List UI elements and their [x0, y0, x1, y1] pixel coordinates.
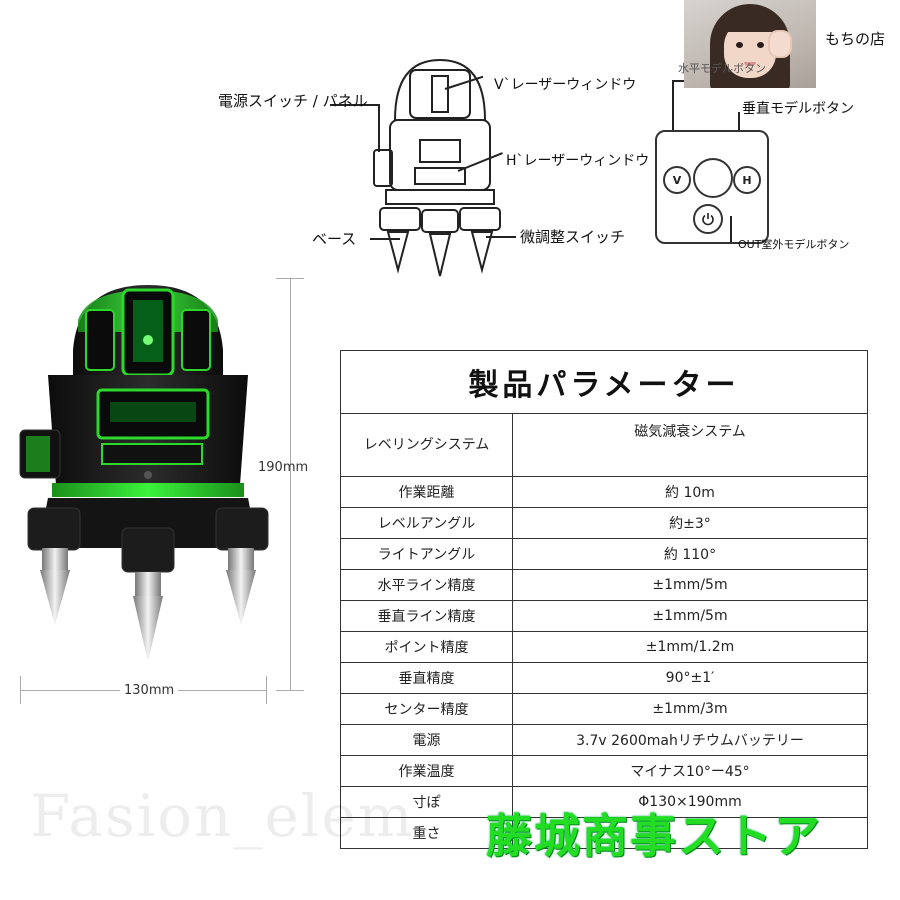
table-row: ポイント精度±1mm/1.2m — [340, 631, 868, 663]
height-dimension-line — [290, 278, 291, 690]
param-key: 垂直ライン精度 — [340, 600, 513, 632]
leader-horizontal-mode — [672, 80, 674, 170]
table-row: 作業温度マイナス10°ー45° — [340, 755, 868, 787]
table-row: レベリングシステム磁気減衰システム — [340, 413, 868, 477]
table-row: センター精度±1mm/3m — [340, 693, 868, 725]
table-row: 重さ — [340, 817, 868, 849]
param-key: レベリングシステム — [340, 413, 513, 477]
table-row: 作業距離約 10m — [340, 476, 868, 508]
param-value: 約 110° — [512, 538, 868, 570]
param-key: 電源 — [340, 724, 513, 756]
label-fine-adjust: 微調整スイッチ — [520, 228, 626, 246]
shop-avatar — [684, 0, 816, 88]
param-value: ±1mm/5m — [512, 600, 868, 632]
height-dimension: 190mm — [258, 460, 309, 475]
width-dimension: 130mm — [120, 683, 179, 698]
device-outline-svg — [373, 58, 501, 277]
leader-power-panel-h — [330, 104, 380, 106]
param-value — [512, 817, 868, 849]
param-value: ±1mm/3m — [512, 693, 868, 725]
param-key: レベルアングル — [340, 507, 513, 539]
param-value: 約±3° — [512, 507, 868, 539]
param-value: ±1mm/1.2m — [512, 631, 868, 663]
h-button[interactable]: H — [733, 166, 761, 194]
param-value: Φ130×190mm — [512, 786, 868, 818]
param-key: ライトアングル — [340, 538, 513, 570]
table-title: 製品パラメーター — [340, 350, 868, 414]
watermark: Fasion_elem — [30, 782, 415, 850]
param-key: 垂直精度 — [340, 662, 513, 694]
param-value: マイナス10°ー45° — [512, 755, 868, 787]
label-outdoor-mode: OUT室外モデルボタン — [738, 238, 850, 251]
table-row: ライトアングル約 110° — [340, 538, 868, 570]
param-value: ±1mm/5m — [512, 569, 868, 601]
param-key: 作業温度 — [340, 755, 513, 787]
label-h-window: H`レーザーウィンドウ — [506, 153, 650, 169]
param-key: 作業距離 — [340, 476, 513, 508]
power-button[interactable] — [693, 204, 723, 234]
v-button[interactable]: V — [663, 166, 691, 194]
label-base: ベース — [312, 230, 357, 248]
param-key: センター精度 — [340, 693, 513, 725]
table-title-row: 製品パラメーター — [340, 350, 868, 414]
param-value: 3.7v 2600mahリチウムバッテリー — [512, 724, 868, 756]
shop-name: もちの店 — [825, 30, 886, 48]
param-key: ポイント精度 — [340, 631, 513, 663]
param-key: 重さ — [340, 817, 513, 849]
param-value: 約 10m — [512, 476, 868, 508]
center-button[interactable] — [693, 158, 733, 198]
table-row: レベルアングル約±3° — [340, 507, 868, 539]
label-power-panel: 電源スイッチ / パネル — [218, 92, 368, 110]
label-horizontal-mode: 水平モデルボタン — [678, 62, 766, 75]
power-icon — [702, 213, 714, 226]
param-key: 水平ライン精度 — [340, 569, 513, 601]
leader-power-panel — [378, 104, 380, 152]
store-banner: 藤城商事ストア — [486, 809, 822, 863]
leader-base — [370, 238, 400, 240]
label-vertical-mode: 垂直モデルボタン — [742, 101, 854, 117]
laser-level-device — [19, 285, 269, 662]
param-key: 寸ぽ — [340, 786, 513, 818]
table-row: 垂直ライン精度±1mm/5m — [340, 600, 868, 632]
label-v-window: V`レーザーウィンドウ — [494, 77, 637, 93]
param-value: 磁気減衰システム — [512, 413, 868, 477]
param-value: 90°±1′ — [512, 662, 868, 694]
leader-fine-adjust — [486, 236, 516, 238]
control-panel: V H — [655, 130, 769, 244]
table-row: 水平ライン精度±1mm/5m — [340, 569, 868, 601]
